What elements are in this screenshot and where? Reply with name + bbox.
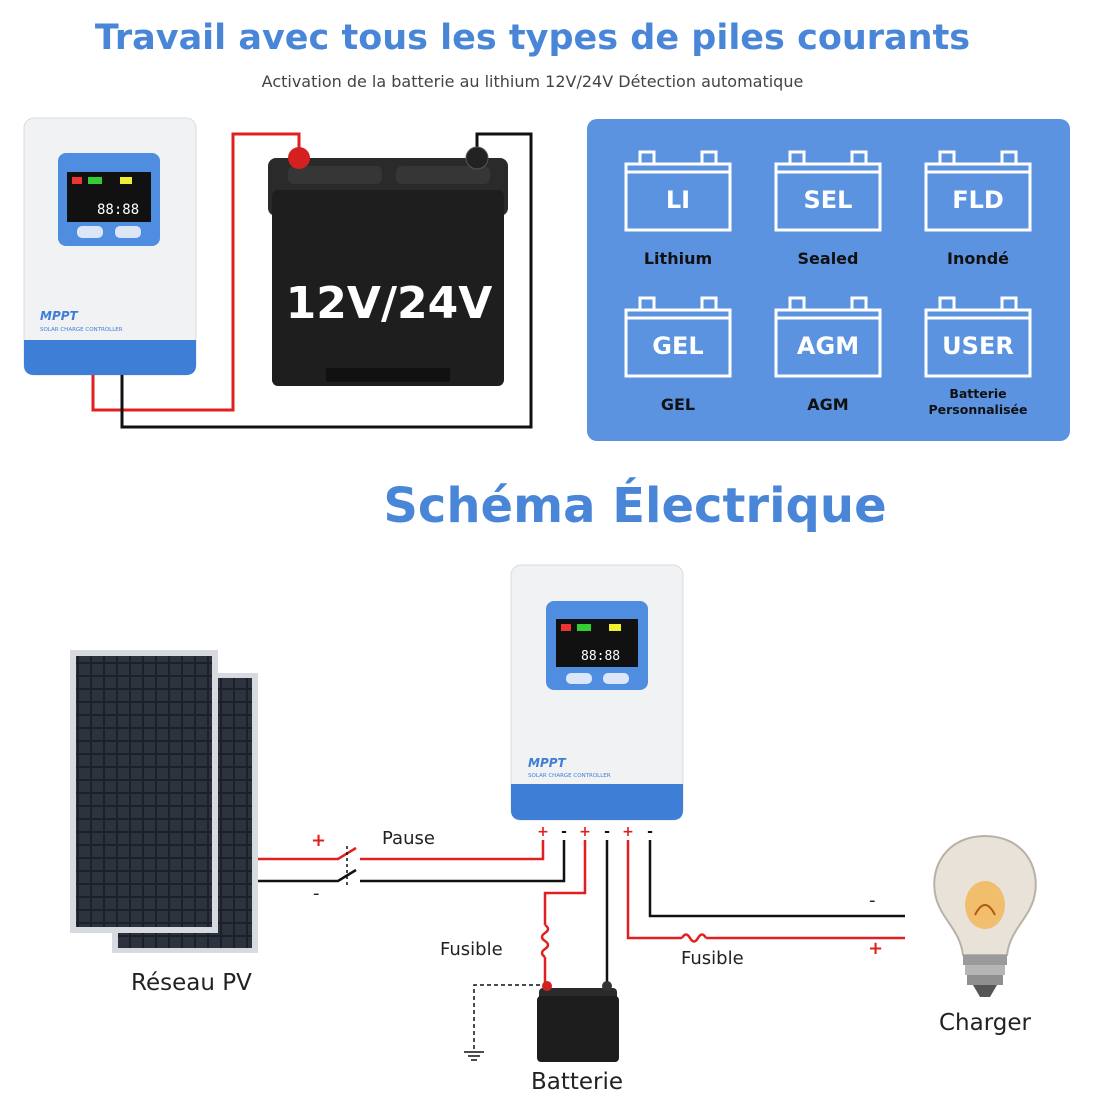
battery-type-name: AGM — [807, 395, 848, 414]
brand-logo: MPPT — [40, 309, 79, 323]
battery-type-li: LI Lithium — [624, 150, 732, 268]
battery-small — [537, 981, 619, 1062]
battery-outline-icon — [624, 162, 732, 232]
battery-type-name: GEL — [661, 395, 695, 414]
terminal-pv-minus: - — [561, 824, 567, 840]
battery-outline-icon — [624, 308, 732, 378]
brand-logo-schema: MPPT — [528, 756, 567, 770]
battery-type-agm: AGM AGM — [774, 296, 882, 414]
brand-subtitle-schema: SOLAR CHARGE CONTROLLER — [528, 773, 611, 779]
battery-outline-icon — [924, 162, 1032, 232]
battery-type-name: Personnalisée — [928, 402, 1027, 417]
battery-type-code: AGM — [797, 332, 859, 360]
battery-type-code: SEL — [804, 186, 853, 214]
page-title: Travail avec tous les types de piles cou… — [94, 18, 971, 58]
battery-type-sel: SEL Sealed — [774, 150, 882, 268]
battery-outline-icon — [774, 308, 882, 378]
load-minus-sign: - — [869, 890, 876, 911]
brand-subtitle: SOLAR CHARGE CONTROLLER — [40, 327, 123, 333]
battery-label: Batterie — [531, 1069, 624, 1095]
pv-minus-sign: - — [313, 883, 320, 904]
terminal-bat-plus: + — [579, 824, 591, 840]
lcd-readout: 88:88 — [97, 202, 139, 218]
pv-plus-sign: + — [311, 830, 327, 851]
fuse-label-left: Fusible — [440, 939, 503, 960]
battery-type-name: Lithium — [644, 249, 712, 268]
light-bulb-icon — [933, 834, 1037, 997]
terminal-load-minus: - — [647, 824, 653, 840]
terminal-bat-minus: - — [604, 824, 610, 840]
battery-type-fld: FLD Inondé — [924, 150, 1032, 268]
load-label: Charger — [939, 1010, 1031, 1036]
battery-type-name: Inondé — [947, 249, 1009, 268]
pv-array-label: Réseau PV — [131, 970, 252, 996]
page-subtitle: Activation de la batterie au lithium 12V… — [261, 72, 804, 91]
load-plus-sign: + — [868, 938, 884, 959]
charge-controller-schema: 88:88 MPPT SOLAR CHARGE CONTROLLER — [510, 564, 684, 821]
battery-type-code: FLD — [952, 186, 1004, 214]
battery-12-24v: 12V/24V — [268, 146, 508, 386]
battery-type-name: Sealed — [798, 249, 859, 268]
battery-type-code: USER — [942, 332, 1014, 360]
pause-label: Pause — [382, 828, 435, 849]
charge-controller-top: 88:88 MPPT SOLAR CHARGE CONTROLLER — [23, 117, 197, 376]
schema-title: Schéma Électrique — [383, 478, 887, 534]
battery-type-code: LI — [666, 186, 690, 214]
battery-type-gel: GEL GEL — [624, 296, 732, 414]
lcd-readout-schema: 88:88 — [581, 649, 620, 664]
battery-type-name: Batterie — [949, 386, 1006, 401]
terminal-load-plus: + — [622, 824, 634, 840]
battery-types-panel — [587, 119, 1070, 441]
battery-outline-icon — [924, 308, 1032, 378]
battery-voltage-label: 12V/24V — [286, 278, 493, 329]
terminal-pv-plus: + — [537, 824, 549, 840]
battery-type-code: GEL — [652, 332, 703, 360]
fuse-label-right: Fusible — [681, 948, 744, 969]
solar-panels — [70, 650, 258, 953]
battery-outline-icon — [774, 162, 882, 232]
